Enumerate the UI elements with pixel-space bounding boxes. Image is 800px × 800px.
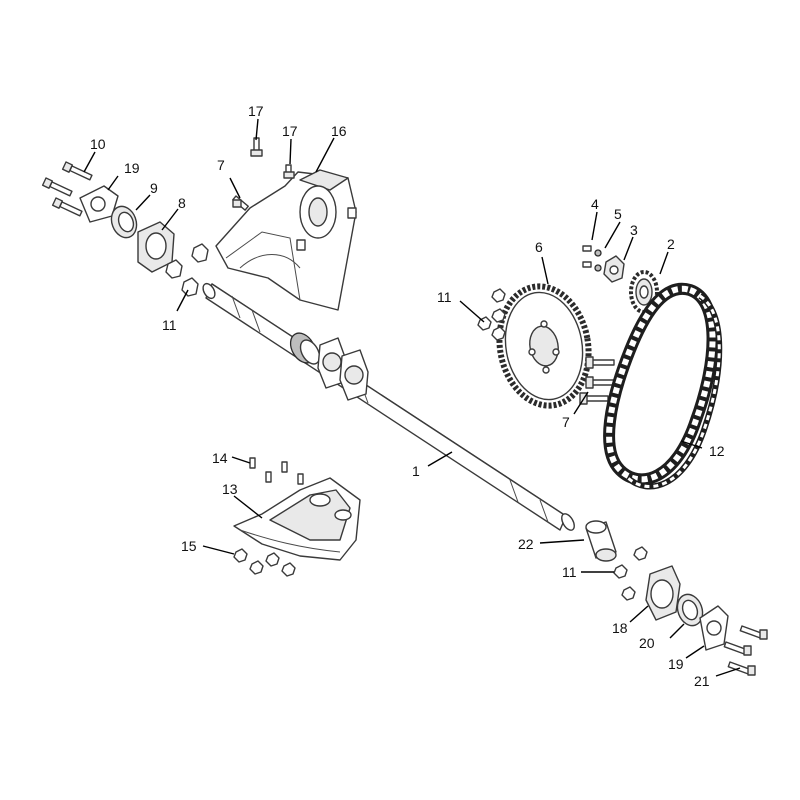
large-sprocket bbox=[496, 283, 592, 409]
callout-labels: 1 2 3 4 5 6 7 7 8 9 10 11 11 11 12 13 14… bbox=[90, 103, 725, 689]
drive-chain bbox=[603, 282, 723, 490]
callout-3: 3 bbox=[630, 222, 638, 238]
washers-5 bbox=[594, 249, 602, 272]
callout-6: 6 bbox=[535, 239, 543, 255]
main-shaft bbox=[202, 282, 575, 531]
bearing-20 bbox=[676, 593, 704, 627]
sprocket-nuts bbox=[477, 288, 506, 341]
bolt-10-lower bbox=[51, 197, 83, 217]
callout-22: 22 bbox=[518, 536, 534, 552]
callout-19-right: 19 bbox=[668, 656, 684, 672]
sprocket-housing bbox=[215, 169, 357, 311]
callout-9: 9 bbox=[150, 180, 158, 196]
right-nuts-11 bbox=[613, 546, 648, 601]
bolt-7-upper bbox=[232, 195, 249, 211]
callout-14: 14 bbox=[212, 450, 228, 466]
callout-11-right: 11 bbox=[562, 564, 577, 580]
bolts-4 bbox=[582, 245, 592, 268]
bolt-17-a bbox=[250, 137, 263, 157]
callout-17-a: 17 bbox=[248, 103, 264, 119]
callout-1: 1 bbox=[412, 463, 420, 479]
callout-10: 10 bbox=[90, 136, 106, 152]
left-bearing-group bbox=[41, 161, 209, 297]
bolt-10-upper bbox=[61, 161, 93, 181]
callout-7-upper: 7 bbox=[217, 157, 225, 173]
callout-15: 15 bbox=[181, 538, 197, 554]
flange-housing-18 bbox=[645, 565, 681, 621]
callout-2: 2 bbox=[667, 236, 675, 252]
chain-guard bbox=[233, 477, 361, 561]
callout-17-b: 17 bbox=[282, 123, 298, 139]
callout-12: 12 bbox=[709, 443, 725, 459]
callout-5: 5 bbox=[614, 206, 622, 222]
callout-19-left: 19 bbox=[124, 160, 140, 176]
small-sprocket bbox=[629, 270, 659, 314]
callout-7-lower: 7 bbox=[562, 414, 570, 430]
callout-4: 4 bbox=[591, 196, 599, 212]
callout-18: 18 bbox=[612, 620, 628, 636]
spacer-22 bbox=[585, 520, 617, 562]
callout-11-left: 11 bbox=[162, 317, 177, 333]
bolt-17-b bbox=[283, 164, 295, 179]
guard-bolts bbox=[249, 457, 304, 485]
callout-20: 20 bbox=[639, 635, 655, 651]
leader-lines bbox=[83, 118, 741, 677]
callout-8: 8 bbox=[178, 195, 186, 211]
callout-21: 21 bbox=[694, 673, 710, 689]
callout-13: 13 bbox=[222, 481, 238, 497]
guard-nuts bbox=[233, 548, 296, 577]
spacer-3 bbox=[603, 255, 625, 283]
bolt-10-mid bbox=[41, 177, 73, 197]
bolts-21 bbox=[723, 625, 768, 676]
gasket-19-right bbox=[699, 605, 729, 651]
callout-16: 16 bbox=[331, 123, 347, 139]
callout-11-sprocket: 11 bbox=[437, 289, 452, 305]
